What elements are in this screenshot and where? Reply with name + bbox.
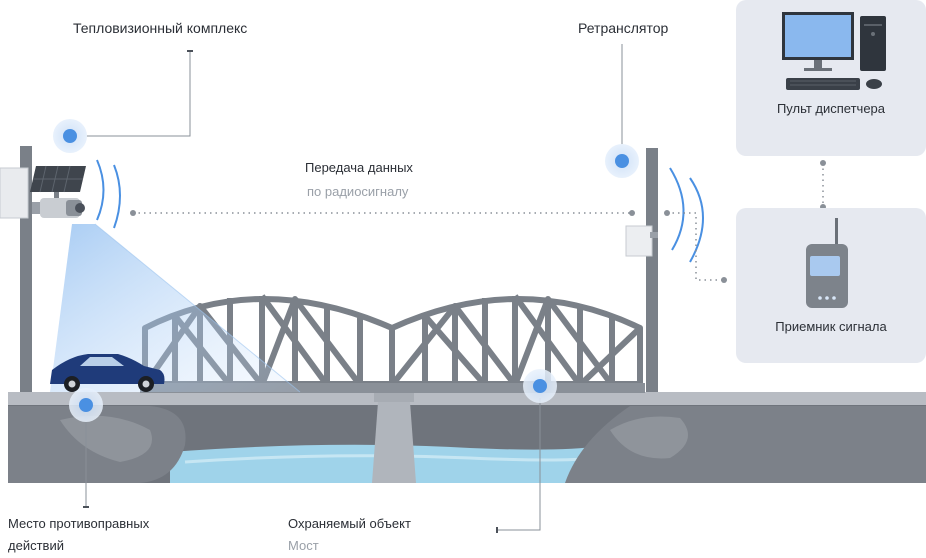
- dispatcher-console-panel: Пульт диспетчера: [736, 0, 926, 156]
- marker-repeater: [605, 144, 639, 178]
- radio-wave-icon: [669, 167, 704, 263]
- marker-violation-place: [69, 388, 103, 422]
- camera-view-beam: [50, 224, 300, 392]
- data-transfer-label: Передача данных: [305, 160, 413, 175]
- car-icon: [50, 354, 165, 392]
- camera-icon: [32, 198, 85, 218]
- marker-thermal-complex: [53, 119, 87, 153]
- radio-wave-icon: [96, 159, 121, 229]
- receiver-icon: [806, 218, 848, 308]
- connection-lines: [133, 163, 824, 281]
- protected-object-label: Охраняемый объект: [288, 516, 411, 531]
- dispatcher-console-label: Пульт диспетчера: [776, 101, 886, 116]
- thermal-complex-pole: [0, 146, 121, 392]
- marker-protected-object: [523, 369, 557, 403]
- bridge-pier: [372, 392, 416, 483]
- repeater-pole: [625, 148, 704, 392]
- thermal-complex-label: Тепловизионный комплекс: [73, 20, 248, 36]
- left-bank-rock: [8, 406, 186, 483]
- leader-lines: [84, 44, 623, 531]
- data-transfer-sublabel: по радиосигналу: [307, 184, 409, 199]
- computer-icon: [782, 12, 886, 90]
- violation-place-label-line2: действий: [8, 538, 64, 553]
- violation-place-label-line1: Место противоправных: [8, 516, 150, 531]
- signal-receiver-label: Приемник сигнала: [775, 319, 887, 334]
- signal-receiver-panel: Приемник сигнала: [736, 208, 926, 363]
- solar-panel-icon: [30, 165, 86, 202]
- repeater-label: Ретранслятор: [578, 20, 669, 36]
- protected-object-sublabel: Мост: [288, 538, 319, 553]
- right-bank-rock: [565, 406, 926, 483]
